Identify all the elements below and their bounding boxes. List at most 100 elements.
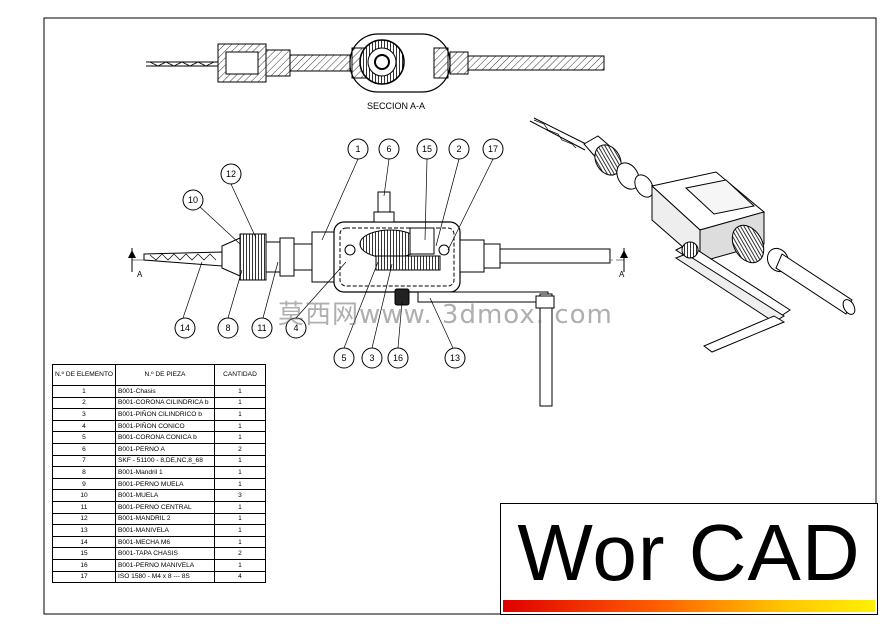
bom-cell-part-no: B001-Mandril 1: [114, 466, 216, 479]
front-view: A A: [128, 191, 628, 407]
bom-cell-element-no: 8: [52, 466, 116, 479]
bom-cell-quantity: 1: [214, 408, 266, 421]
bom-cell-part-no: B001-CORONA CILINDRICA b: [114, 396, 216, 410]
balloon-2: 2: [448, 138, 470, 160]
watermark: 莫西网www. 3dmox. com: [278, 300, 613, 330]
bom-header-row: N.º DE ELEMENTO N.º DE PIEZA CANTIDAD: [52, 364, 266, 386]
bom-cell-part-no: ISO 1580 - M4 x 8 --- 8S: [114, 570, 216, 584]
bom-cell-element-no: 5: [52, 431, 116, 444]
bom-cell-element-no: 10: [52, 489, 116, 502]
bom-cell-part-no: B001-PERNO CENTRAL: [114, 500, 216, 514]
bom-cell-part-no: SKF - 51100 - 8,DE,NC,8_68: [114, 454, 216, 468]
bom-cell-part-no: B001-Chasis: [114, 385, 216, 398]
bom-header-quantity: CANTIDAD: [214, 364, 266, 386]
bom-cell-part-no: B001-MANDRIL 2: [114, 512, 216, 526]
worcad-logo-text: Wor CAD: [517, 508, 861, 597]
balloon-5: 5: [333, 347, 355, 369]
bom-cell-element-no: 13: [52, 524, 116, 537]
bom-cell-element-no: 6: [52, 442, 116, 456]
bom-cell-quantity: 2: [214, 547, 266, 560]
svg-text:17: 17: [488, 144, 498, 154]
section-label: SECCION A-A: [367, 101, 425, 111]
bom-cell-quantity: 1: [214, 396, 266, 410]
svg-text:11: 11: [257, 323, 266, 333]
balloon-3: 3: [361, 347, 383, 369]
bom-cell-part-no: B001-PERNO MANIVELA: [114, 558, 216, 572]
bom-cell-part-no: B001-MANIVELA: [114, 524, 216, 537]
bom-cell-element-no: 1: [52, 385, 116, 398]
leader-lines: [182, 158, 494, 349]
bom-header-element-no: N.º DE ELEMENTO: [52, 364, 116, 386]
section-view: SECCION A-A: [146, 33, 605, 111]
svg-text:14: 14: [180, 323, 190, 333]
balloon-12: 12: [220, 163, 242, 185]
balloon-10: 10: [182, 189, 204, 211]
svg-text:4: 4: [293, 323, 298, 333]
bom-cell-element-no: 16: [52, 558, 116, 572]
svg-text:6: 6: [386, 144, 391, 154]
bom-header-part-no: N.º DE PIEZA: [114, 364, 216, 386]
balloon-15: 15: [416, 138, 438, 160]
bom-cell-part-no: B001-PIÑON CILINDRICO b: [114, 408, 216, 421]
section-marker-left: A: [137, 270, 143, 279]
bom-cell-element-no: 11: [52, 500, 116, 514]
svg-text:3: 3: [369, 353, 374, 363]
bom-cell-quantity: 1: [214, 524, 266, 537]
bom-cell-element-no: 17: [52, 570, 116, 584]
svg-text:5: 5: [341, 353, 346, 363]
bom-cell-element-no: 14: [52, 535, 116, 549]
bom-cell-part-no: B001-PERNO MUELA: [114, 477, 216, 491]
bom-cell-part-no: B001-MUELA: [114, 489, 216, 502]
bom-cell-quantity: 3: [214, 489, 266, 502]
bom-cell-part-no: B001-TAPA CHASIS: [114, 547, 216, 560]
bom-cell-element-no: 9: [52, 477, 116, 491]
bom-cell-quantity: 1: [214, 535, 266, 549]
bom-cell-quantity: 4: [214, 570, 266, 584]
svg-text:15: 15: [422, 144, 432, 154]
section-marker-right: A: [619, 270, 625, 279]
balloon-14: 14: [174, 317, 196, 339]
bom-cell-quantity: 1: [214, 512, 266, 526]
bom-cell-element-no: 2: [52, 396, 116, 410]
svg-text:10: 10: [188, 195, 198, 205]
balloon-17: 17: [482, 138, 504, 160]
bom-cell-quantity: 2: [214, 442, 266, 456]
svg-text:16: 16: [393, 353, 403, 363]
bom-cell-part-no: B001-PIÑON CONICO: [114, 419, 216, 433]
sheet-border: [43, 17, 877, 615]
bom-cell-part-no: B001-PERNO A: [114, 442, 216, 456]
svg-text:2: 2: [456, 144, 461, 154]
bom-cell-element-no: 15: [52, 547, 116, 560]
worcad-logo: Wor CAD: [500, 503, 878, 615]
bom-cell-quantity: 1: [214, 454, 266, 468]
balloon-8: 8: [217, 317, 239, 339]
isometric-view: [529, 117, 856, 353]
balloon-6: 6: [378, 138, 400, 160]
bom-cell-quantity: 1: [214, 419, 266, 433]
balloon-4: 4: [285, 317, 307, 339]
svg-text:1: 1: [355, 144, 360, 154]
bom-cell-quantity: 1: [214, 500, 266, 514]
balloon-13: 13: [444, 347, 466, 369]
bom-cell-part-no: B001-CORONA CONICA b: [114, 431, 216, 444]
bom-cell-part-no: B001-MECHA M6: [114, 535, 216, 549]
balloon-16: 16: [387, 347, 409, 369]
bom-cell-element-no: 12: [52, 512, 116, 526]
bom-cell-quantity: 1: [214, 466, 266, 479]
svg-text:13: 13: [450, 353, 460, 363]
